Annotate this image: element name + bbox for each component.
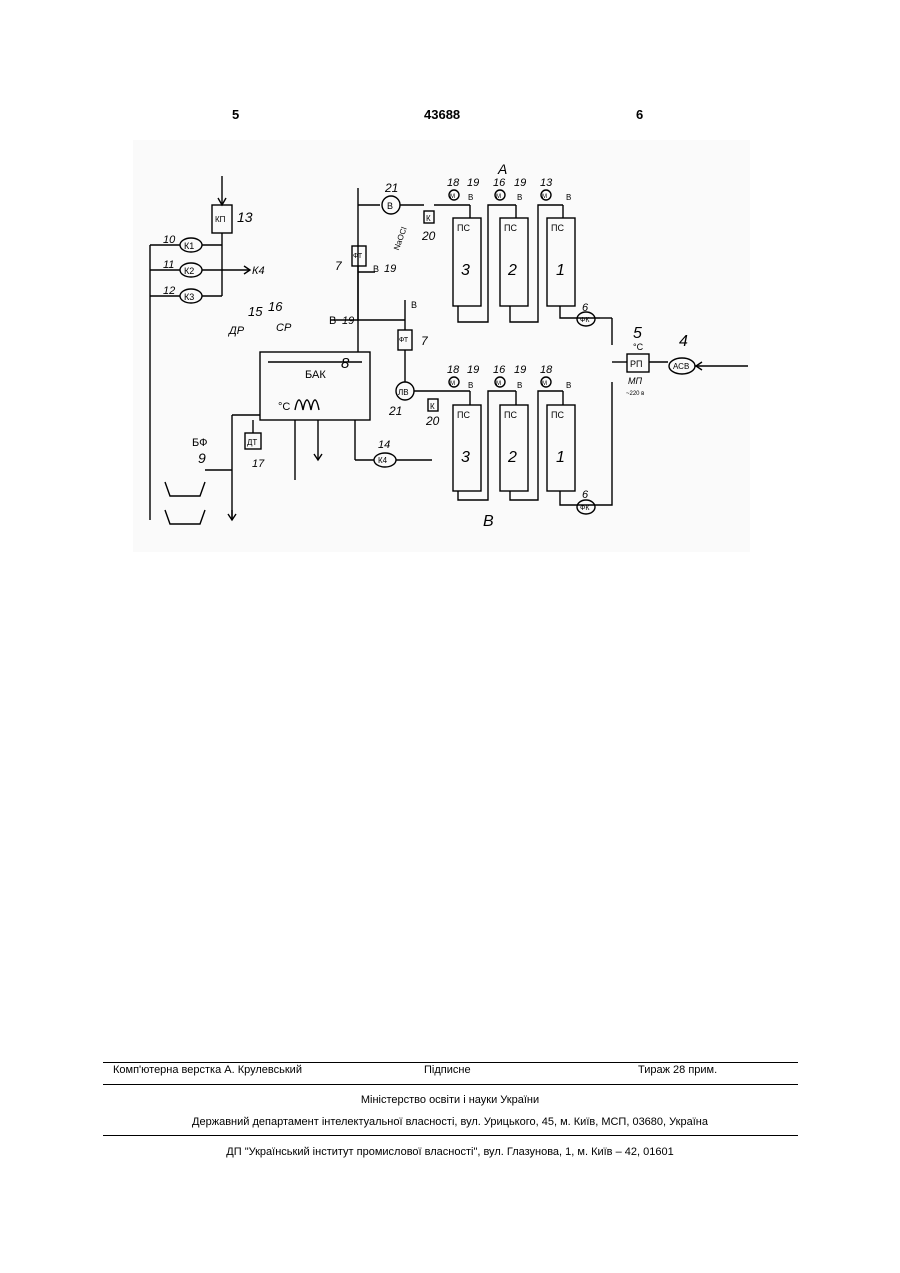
label-19-a3: 19 <box>467 177 479 189</box>
label-11: 11 <box>163 259 174 271</box>
label-m-b3: М <box>450 381 455 387</box>
label-ps-b1: ПС <box>551 410 564 420</box>
label-20a: 20 <box>421 229 436 243</box>
label-18-b1: 18 <box>540 364 553 376</box>
label-20b: 20 <box>425 414 440 428</box>
label-v-a2: В <box>517 193 522 202</box>
footer-ministry: Міністерство освіти і науки України <box>0 1094 900 1106</box>
label-v-a1: В <box>566 193 571 202</box>
label-12: 12 <box>163 285 175 297</box>
label-col-a1: 1 <box>556 262 565 279</box>
label-deg-c-rp: °С <box>633 342 644 352</box>
label-fk-a: ФК <box>580 317 590 324</box>
label-col-a3: 3 <box>461 262 470 279</box>
label-k3: К3 <box>184 292 194 302</box>
label-5: 5 <box>633 325 642 342</box>
label-ps-a2: ПС <box>504 223 517 233</box>
footer-signed: Підписне <box>424 1064 471 1076</box>
footer-circulation: Тираж 28 прим. <box>638 1064 717 1076</box>
label-19-mid: 19 <box>384 263 396 275</box>
label-fk-b: ФК <box>580 505 590 512</box>
label-13-a1: 13 <box>540 177 553 189</box>
label-acv: АСВ <box>673 362 689 371</box>
label-v-b3: В <box>468 381 473 390</box>
footer-rule-mid <box>103 1084 798 1085</box>
label-k1: К1 <box>184 241 194 251</box>
label-4: 4 <box>679 333 688 350</box>
label-13: 13 <box>237 209 253 225</box>
label-m-a2: М <box>496 194 501 200</box>
label-col-b3: 3 <box>461 449 470 466</box>
label-v-b2: В <box>517 381 522 390</box>
label-ft-b: ФТ <box>399 337 409 344</box>
label-dt: ДТ <box>247 438 257 447</box>
label-15: 15 <box>248 304 263 319</box>
label-18-b3: 18 <box>447 364 460 376</box>
label-m-a1: М <box>542 194 547 200</box>
label-k2: К2 <box>184 266 194 276</box>
label-v-mid2: В <box>411 300 417 310</box>
label-bf: БФ <box>192 437 207 449</box>
label-ft-a: ФТ <box>353 253 363 260</box>
label-dr: ДР <box>227 325 245 337</box>
label-m-b1: М <box>542 381 547 387</box>
footer-rule-top <box>103 1062 798 1063</box>
label-kp: КП <box>215 215 226 224</box>
label-k4-out: К4 <box>252 265 265 277</box>
label-16-b2: 16 <box>493 364 506 376</box>
label-mp: МП <box>628 376 642 386</box>
label-v-mid: В <box>373 264 379 274</box>
label-10: 10 <box>163 234 176 246</box>
label-col-b1: 1 <box>556 449 565 466</box>
label-ps-b3: ПС <box>457 410 470 420</box>
label-6b: 6 <box>582 489 589 501</box>
label-18-a3: 18 <box>447 177 460 189</box>
label-14: 14 <box>378 439 390 451</box>
label-21b: 21 <box>388 404 402 418</box>
label-col-b2: 2 <box>507 449 517 466</box>
label-220v: ~220 в <box>626 391 644 397</box>
label-16-a2: 16 <box>493 177 506 189</box>
label-tank-num: 8 <box>341 355 350 372</box>
label-lv: ЛВ <box>398 388 409 397</box>
label-17: 17 <box>252 458 265 470</box>
label-9: 9 <box>198 450 206 466</box>
label-19-left: 19 <box>342 315 354 327</box>
label-ps-a3: ПС <box>457 223 470 233</box>
label-6a: 6 <box>582 302 589 314</box>
footer-rule-bottom <box>103 1135 798 1136</box>
label-19-b2: 19 <box>514 364 526 376</box>
label-m-a3: М <box>450 194 455 200</box>
figure-background <box>133 140 750 552</box>
label-21a: 21 <box>384 181 398 195</box>
label-v-a3: В <box>468 193 473 202</box>
label-tank: БАК <box>305 369 326 381</box>
label-k4-pump: К4 <box>378 456 388 465</box>
label-v-left: В <box>329 315 336 327</box>
label-v-b1: В <box>566 381 571 390</box>
label-line-a: А <box>497 161 507 177</box>
footer-layout-credit: Комп'ютерна верстка А. Крулевський <box>113 1064 302 1076</box>
label-col-a2: 2 <box>507 262 517 279</box>
label-sr: СР <box>276 322 292 334</box>
label-k-b: К <box>430 402 435 411</box>
label-line-b: В <box>483 513 494 530</box>
label-16: 16 <box>268 299 283 314</box>
process-schematic: А В БАК 8 КП 13 К1 К2 К3 10 11 12 К4 15 … <box>0 0 900 560</box>
label-rp: РП <box>630 359 642 369</box>
footer-department: Державний департамент інтелектуальної вл… <box>0 1116 900 1128</box>
label-ps-b2: ПС <box>504 410 517 420</box>
label-ps-a1: ПС <box>551 223 564 233</box>
label-deg-c: °С <box>278 401 290 413</box>
label-19-a2: 19 <box>514 177 526 189</box>
label-m-b2: М <box>496 381 501 387</box>
label-19-b3: 19 <box>467 364 479 376</box>
label-k-a: К <box>426 214 431 223</box>
footer-institute: ДП "Український інститут промислової вла… <box>0 1146 900 1158</box>
label-b-circle: В <box>387 201 393 211</box>
